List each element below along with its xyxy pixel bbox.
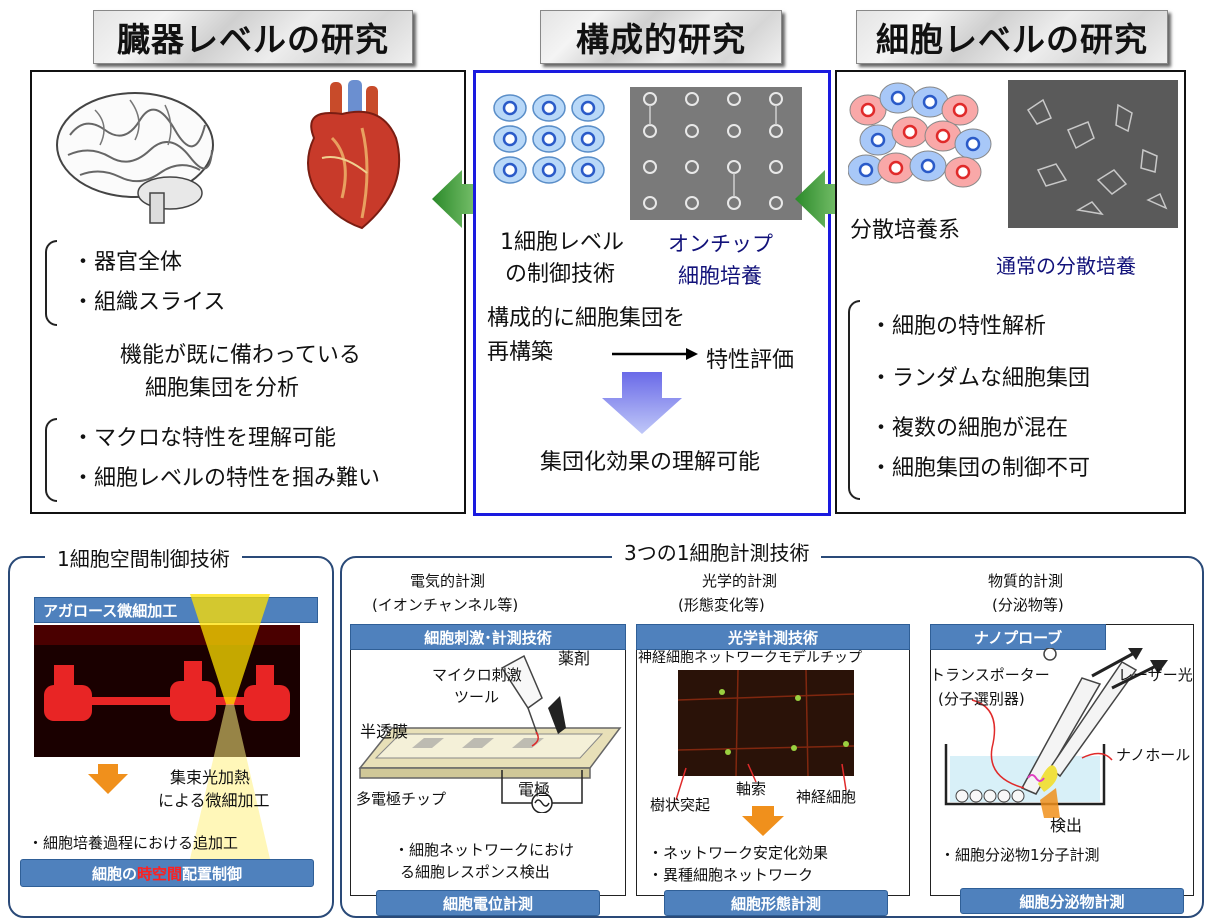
col2-dend: 樹状突起 [650,796,711,814]
col2-foot: 細胞形態計測 [664,890,888,916]
center-label-a1: 1細胞レベル [500,230,624,255]
center-result: 集団化効果の理解可能 [540,450,761,475]
down-arrow-orange-icon-left [88,764,128,794]
col3-transporter1: トランスポーター [930,666,1050,684]
col2-h2: (形態変化等) [678,596,765,614]
agarose-head: アガロース微細加工 [34,597,318,623]
col1-h1: 電気的計測 [410,572,486,590]
col3-nanohole: ナノホール [1116,746,1191,764]
left-item-2: ・組織スライス [72,290,226,315]
focused-light-cone-icon [190,594,270,859]
title-cell-level: 細胞レベルの研究 [856,10,1168,64]
col1-h2: (イオンチャンネル等) [372,596,519,614]
measurement-title: 3つの1細胞計測技術 [612,537,822,566]
col3-foot: 細胞分泌物計測 [960,888,1184,914]
col1-drug: 薬剤 [558,649,591,668]
brace-left-top [45,240,57,326]
right-item-4: ・細胞集団の制御不可 [870,456,1091,481]
neuron-leader-lines [675,763,847,801]
spatial-control-note: ・細胞培養過程における追加工 [28,834,239,852]
center-label-a2: の制御技術 [505,262,616,287]
center-label-b2: 細胞培養 [678,264,762,288]
col3-transporter2: (分子選別器) [938,690,1025,708]
col3-head: ナノプローブ [930,624,1106,650]
title-organ-level: 臓器レベルの研究 [93,10,413,64]
title-constructive: 構成的研究 [540,10,782,64]
col2-chip: 神経細胞ネットワークモデルチップ [638,650,862,666]
foot-post: 配置制御 [182,864,243,883]
col1-membrane: 半透膜 [360,722,409,741]
center-line2-right: 特性評価 [706,348,795,373]
spatial-control-foot: 細胞の時空間配置制御 [20,859,314,887]
spatial-control-title: 1細胞空間制御技術 [45,543,242,572]
right-label-a: 分散培養系 [850,218,961,243]
heart-illustration [307,80,401,230]
brain-illustration [56,92,214,224]
left-item-3: ・マクロな特性を理解可能 [72,426,337,451]
focused-light-label-2: による微細加工 [158,791,270,810]
col2-h1: 光学的計測 [702,572,778,590]
right-item-1: ・細胞の特性解析 [870,314,1047,339]
onchip-culture-photo [630,87,802,220]
col2-note2: ・異種細胞ネットワーク [648,866,814,884]
center-line2: 再構築 [487,340,554,365]
foot-pre: 細胞の [91,864,137,883]
col3-note: ・細胞分泌物1分子計測 [940,846,1100,864]
col1-note2: る細胞レスポンス検出 [400,863,550,881]
focused-light-label-1: 集束光加熱 [170,768,251,787]
col1-tool2: ツール [454,688,500,706]
col3-laser: レーザー光 [1118,666,1193,684]
neuron-network-photo [678,670,854,776]
down-arrow-orange-icon-right [742,806,784,836]
col2-axon: 軸索 [736,780,767,798]
ordered-cells-illustration [493,94,605,184]
col3-detect: 検出 [1050,816,1083,835]
col1-tool1: マイクロ刺激 [432,666,522,684]
brace-left-bottom [45,418,57,502]
dispersed-culture-photo [1008,80,1178,228]
center-line1: 構成的に細胞集団を [487,306,686,331]
down-arrow-purple-icon [602,372,682,434]
col2-neuron: 神経細胞 [796,788,857,806]
col1-chip: 多電極チップ [356,790,447,808]
col2-note1: ・ネットワーク安定化効果 [648,844,829,862]
left-center-line1: 機能が既に備わっている [120,343,361,368]
col1-electrode: 電極 [518,780,551,799]
right-item-2: ・ランダムな細胞集団 [870,366,1091,391]
agarose-microfab-photo [34,625,300,757]
col1-foot: 細胞電位計測 [376,890,600,916]
left-item-1: ・器官全体 [72,250,183,275]
nanoprobe-illustration [944,648,1168,818]
brace-right [848,300,860,500]
right-arrow-icon [612,348,698,360]
right-label-b: 通常の分散培養 [996,254,1136,278]
col1-note1: ・細胞ネットワークにおけ [394,841,575,859]
electrode-chip-illustration [358,654,622,813]
right-item-3: ・複数の細胞が混在 [870,416,1069,441]
center-label-b1: オンチップ [668,232,773,256]
left-center-line2: 細胞集団を分析 [145,376,300,401]
random-cells-illustration [848,82,992,188]
col3-h2: (分泌物等) [992,596,1064,614]
col1-head: 細胞刺激･計測技術 [350,624,626,650]
col3-h1: 物質的計測 [988,572,1064,590]
col2-head: 光学計測技術 [636,624,910,650]
foot-red: 時空間 [136,864,182,883]
left-item-4: ・細胞レベルの特性を掴み難い [72,466,381,491]
